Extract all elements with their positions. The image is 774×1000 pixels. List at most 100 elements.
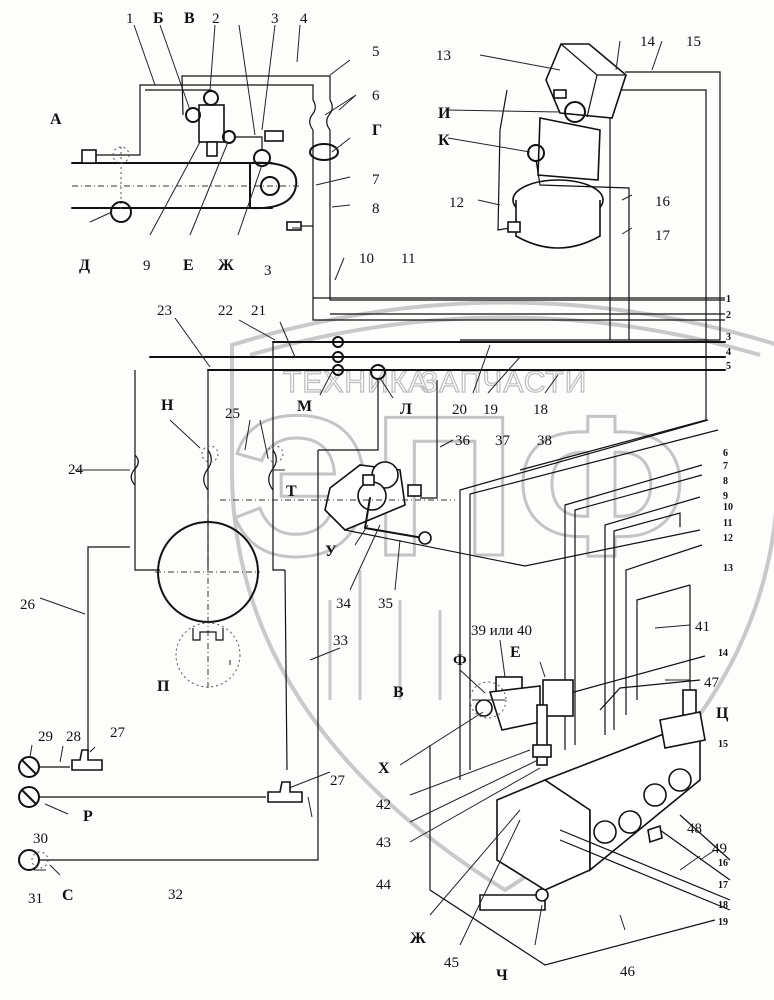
callout-22: 22 — [218, 303, 233, 319]
callout-36: 36 — [455, 433, 471, 449]
line-2 — [235, 136, 263, 150]
callout-28: 28 — [66, 729, 81, 745]
line-13b — [636, 584, 691, 700]
connector-m2 — [332, 351, 344, 363]
callout-g: Г — [372, 122, 382, 139]
line-37 — [459, 419, 709, 780]
callout-r: Р — [83, 808, 93, 825]
callout-3b: 3 — [264, 263, 272, 279]
pipe-42 — [536, 704, 548, 766]
line-l — [318, 380, 379, 451]
valve-e — [542, 679, 574, 717]
labels-bottom-right: 39 или 40 Ф Е 41 В 47 Ц Х 42 43 44 48 49… — [376, 619, 729, 984]
callout-13: 13 — [436, 48, 451, 64]
callout-i: И — [438, 105, 451, 122]
callout-n: Н — [161, 397, 174, 414]
callout-4: 4 — [300, 11, 308, 27]
bus-number-1: 1 — [726, 294, 731, 305]
callout-f: Ф — [453, 652, 467, 669]
callout-20: 20 — [452, 402, 467, 418]
detail-t — [266, 445, 284, 463]
watermark-text-left: ТЕХНИКА — [283, 366, 429, 399]
line-7 — [312, 130, 725, 321]
line-26 — [87, 546, 130, 770]
callout-41: 41 — [695, 619, 710, 635]
pipe-nut — [532, 744, 552, 758]
line-number-8: 8 — [723, 476, 728, 487]
callout-14: 14 — [640, 34, 656, 50]
line-9 — [564, 464, 703, 750]
callout-30: 30 — [33, 831, 48, 847]
detail-circle — [112, 146, 130, 164]
callout-48: 48 — [687, 821, 702, 837]
line-33-left — [284, 569, 288, 771]
fitting-i — [564, 101, 586, 123]
line-10 — [574, 474, 703, 745]
clamp-g — [309, 143, 339, 161]
callout-35: 35 — [378, 596, 393, 612]
valve-lever — [364, 497, 424, 539]
line-1 — [145, 89, 212, 91]
boom-pivot — [260, 176, 280, 196]
callout-37: 37 — [495, 433, 511, 449]
labels-middle: 23 22 21 М Л 20 19 18 Н 25 Т 24 36 37 38… — [20, 303, 552, 695]
line-number-18: 18 — [718, 900, 728, 911]
callout-u: У — [325, 543, 337, 560]
sensor-3b — [286, 221, 302, 231]
callout-42: 42 — [376, 797, 391, 813]
section-plug-2 — [618, 810, 642, 834]
line-11 — [604, 496, 701, 735]
callout-31: 31 — [28, 891, 43, 907]
detail-s — [31, 851, 49, 869]
watermark-text-right: ЗАПЧАСТИ — [420, 366, 587, 399]
callout-29: 29 — [38, 729, 53, 745]
line-number-6: 6 — [723, 448, 728, 459]
section-plug-4 — [668, 768, 692, 792]
fitting-ts — [682, 689, 697, 716]
valve-block — [488, 685, 541, 731]
fitting-i-nut — [553, 89, 567, 99]
line-12-r — [613, 512, 681, 730]
callout-ts: Ц — [716, 705, 729, 722]
callout-23: 23 — [157, 303, 172, 319]
callout-d: Д — [79, 257, 90, 274]
callout-v: В — [184, 10, 195, 27]
callout-2: 2 — [212, 11, 220, 27]
callout-21: 21 — [251, 303, 266, 319]
watermark-shield-outline — [230, 300, 774, 893]
hose-24 — [130, 454, 139, 486]
bus-number-4: 4 — [726, 347, 731, 358]
callout-17: 17 — [655, 228, 671, 244]
tank-assembly — [40, 342, 438, 861]
fitting-12 — [507, 221, 521, 233]
callout-6: 6 — [372, 88, 380, 104]
boom-assembly — [71, 75, 725, 321]
line-5 — [181, 75, 331, 116]
callout-s: С — [62, 887, 74, 904]
callout-45: 45 — [444, 955, 459, 971]
line-36 — [420, 380, 438, 499]
callout-39-40: 39 или 40 — [471, 623, 532, 639]
lines-16-17 — [659, 814, 731, 881]
line-15 — [519, 89, 707, 471]
tank-axes — [155, 500, 260, 690]
gauge-r-needle — [21, 789, 37, 805]
connector-m1 — [332, 336, 344, 348]
callout-11: 11 — [401, 251, 415, 267]
callout-10: 10 — [359, 251, 374, 267]
callout-t: Т — [286, 483, 297, 500]
bus-lines — [149, 297, 726, 380]
line-number-12: 12 — [723, 533, 733, 544]
line-8 — [329, 130, 725, 301]
leader-lines — [29, 24, 716, 946]
fitting-d — [110, 201, 132, 223]
section-plug-1 — [593, 820, 617, 844]
pump-mount — [192, 628, 224, 641]
hose-6b — [326, 99, 333, 131]
line-12 — [497, 89, 511, 231]
line-16 — [535, 159, 630, 340]
callout-27b: 27 — [330, 773, 346, 789]
callout-46: 46 — [620, 964, 636, 980]
labels-bottom-left: 29 28 27 27 Р 30 31 С 32 — [28, 725, 346, 907]
mounting-plate — [479, 894, 546, 911]
